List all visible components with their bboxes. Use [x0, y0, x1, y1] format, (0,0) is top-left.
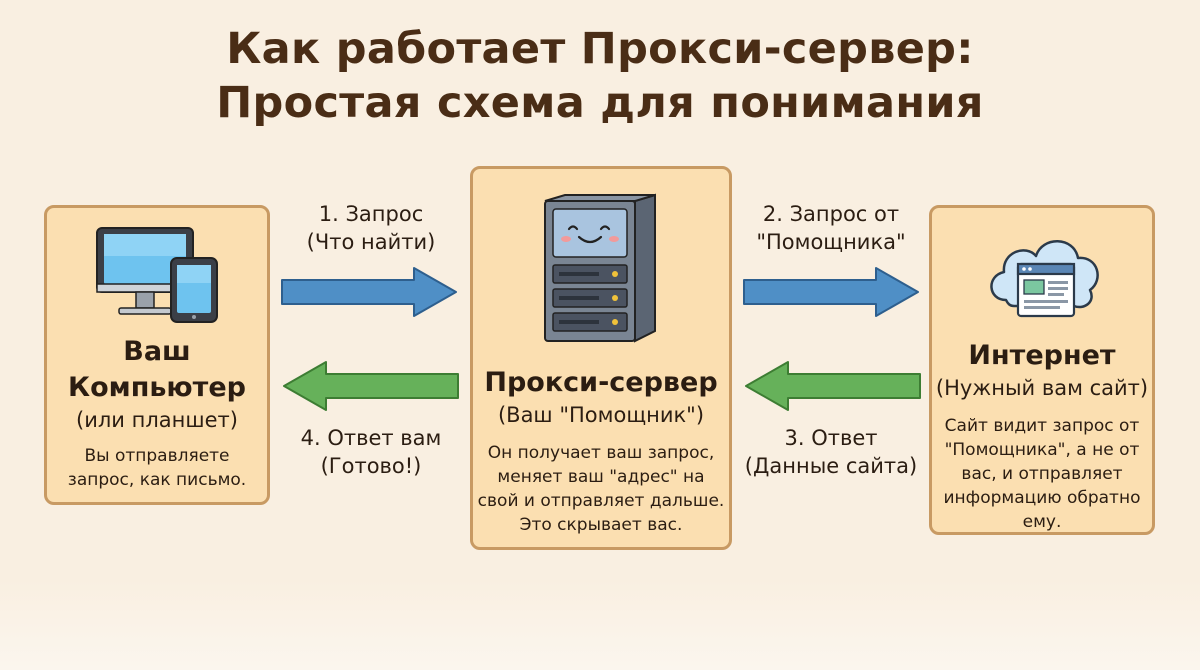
step-1-label: 1. Запрос (Что найти) — [306, 202, 436, 254]
internet-description: Сайт видит запрос от "Помощника", а не о… — [943, 416, 1141, 532]
computer-tablet-icon — [96, 227, 218, 323]
internet-subtitle: (Нужный вам сайт) — [935, 376, 1149, 400]
step-3-label: 3. Ответ (Данные сайта) — [744, 426, 918, 478]
step-4-label: 4. Ответ вам (Готово!) — [300, 426, 442, 478]
computer-subtitle: (или планшет) — [76, 408, 238, 432]
step-2-label: 2. Запрос от "Помощника" — [756, 202, 906, 254]
proxy-name: Прокси-сервер — [484, 367, 718, 398]
background-bottom — [0, 580, 1200, 670]
internet-node: Интернет (Нужный вам сайт) Сайт видит за… — [929, 205, 1155, 535]
title-line-2: Простая схема для понимания — [216, 78, 984, 128]
proxy-description: Он получает ваш запрос, меняет ваш "адре… — [477, 443, 725, 535]
diagram-title: Как работает Прокси-сервер: Простая схем… — [0, 22, 1200, 130]
proxy-node: Прокси-сервер (Ваш "Помощник") Он получа… — [470, 166, 732, 550]
smiling-server-icon — [544, 193, 656, 343]
step-3-arrow — [745, 361, 921, 411]
step-1-arrow — [281, 267, 457, 317]
internet-name: Интернет — [968, 340, 1116, 371]
computer-description: Вы отправляете запрос, как письмо. — [67, 446, 247, 490]
step-4-arrow — [283, 361, 459, 411]
computer-node: Ваш Компьютер (или планшет) Вы отправляе… — [44, 205, 270, 505]
computer-name: Ваш Компьютер — [68, 336, 246, 403]
title-line-1: Как работает Прокси-сервер: — [226, 24, 974, 74]
proxy-subtitle: (Ваш "Помощник") — [497, 403, 705, 427]
cloud-website-icon — [990, 240, 1099, 318]
step-2-arrow — [743, 267, 919, 317]
